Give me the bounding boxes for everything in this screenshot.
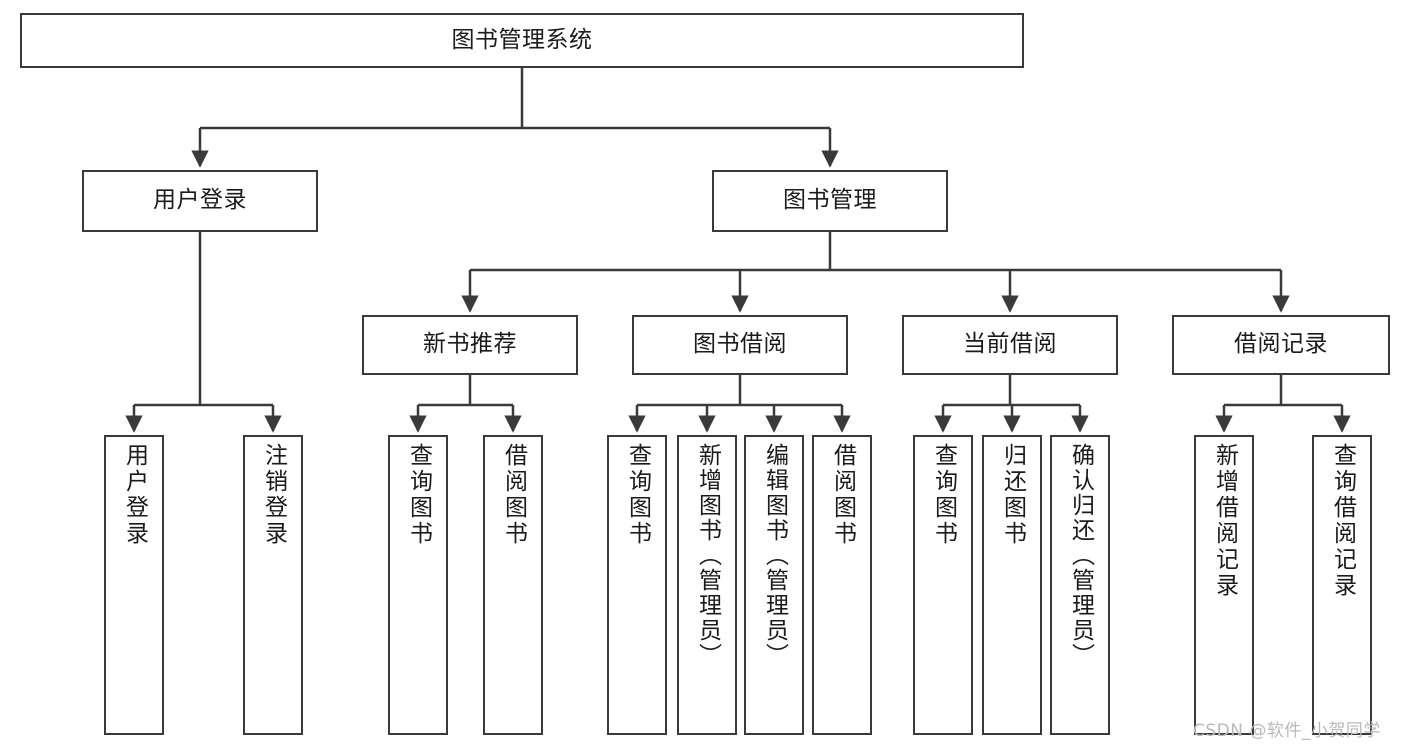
node-borrow-records[interactable]: 借阅记录 [1172, 315, 1390, 375]
leaf-nb-borrow-book-label: 借阅图书 [500, 443, 527, 547]
leaf-user-login[interactable]: 用户登录 [104, 435, 164, 735]
leaf-nb-query-book-label: 查询图书 [405, 443, 432, 547]
leaf-br-add-record[interactable]: 新增借阅记录 [1194, 435, 1254, 735]
leaf-cb-return-book-label: 归还图书 [999, 443, 1026, 547]
node-borrow-records-label: 借阅记录 [1234, 331, 1328, 358]
node-user-login[interactable]: 用户登录 [82, 170, 318, 232]
leaf-bb-query-book[interactable]: 查询图书 [607, 435, 667, 735]
leaf-cb-query-book[interactable]: 查询图书 [913, 435, 973, 735]
node-book-management[interactable]: 图书管理 [712, 170, 948, 232]
leaf-bb-borrow-book-label: 借阅图书 [829, 443, 856, 547]
node-book-management-label: 图书管理 [783, 187, 877, 214]
leaf-bb-edit-book-label: 编辑图书（管理员） [761, 443, 788, 668]
leaf-cb-confirm-return-label: 确认归还（管理员） [1067, 443, 1094, 668]
node-book-borrow[interactable]: 图书借阅 [632, 315, 848, 375]
node-current-borrow-label: 当前借阅 [963, 331, 1057, 358]
node-root-label: 图书管理系统 [451, 26, 593, 53]
leaf-bb-edit-book[interactable]: 编辑图书（管理员） [744, 435, 804, 735]
leaf-br-query-record[interactable]: 查询借阅记录 [1312, 435, 1372, 735]
leaf-bb-query-book-label: 查询图书 [624, 443, 651, 547]
leaf-cb-query-book-label: 查询图书 [930, 443, 957, 547]
node-new-book-recommend[interactable]: 新书推荐 [362, 315, 578, 375]
node-new-book-recommend-label: 新书推荐 [423, 331, 517, 358]
node-root[interactable]: 图书管理系统 [20, 13, 1024, 68]
node-current-borrow[interactable]: 当前借阅 [902, 315, 1118, 375]
leaf-br-add-record-label: 新增借阅记录 [1211, 443, 1238, 599]
node-book-borrow-label: 图书借阅 [693, 331, 787, 358]
leaf-bb-borrow-book[interactable]: 借阅图书 [812, 435, 872, 735]
leaf-logout-label: 注销登录 [260, 443, 287, 547]
leaf-bb-add-book-label: 新增图书（管理员） [694, 443, 721, 668]
leaf-bb-add-book[interactable]: 新增图书（管理员） [677, 435, 737, 735]
leaf-logout[interactable]: 注销登录 [243, 435, 303, 735]
leaf-nb-query-book[interactable]: 查询图书 [388, 435, 448, 735]
leaf-nb-borrow-book[interactable]: 借阅图书 [483, 435, 543, 735]
leaf-cb-confirm-return[interactable]: 确认归还（管理员） [1050, 435, 1110, 735]
node-user-login-label: 用户登录 [153, 187, 247, 214]
leaf-user-login-label: 用户登录 [121, 443, 148, 547]
leaf-br-query-record-label: 查询借阅记录 [1329, 443, 1356, 599]
leaf-cb-return-book[interactable]: 归还图书 [982, 435, 1042, 735]
